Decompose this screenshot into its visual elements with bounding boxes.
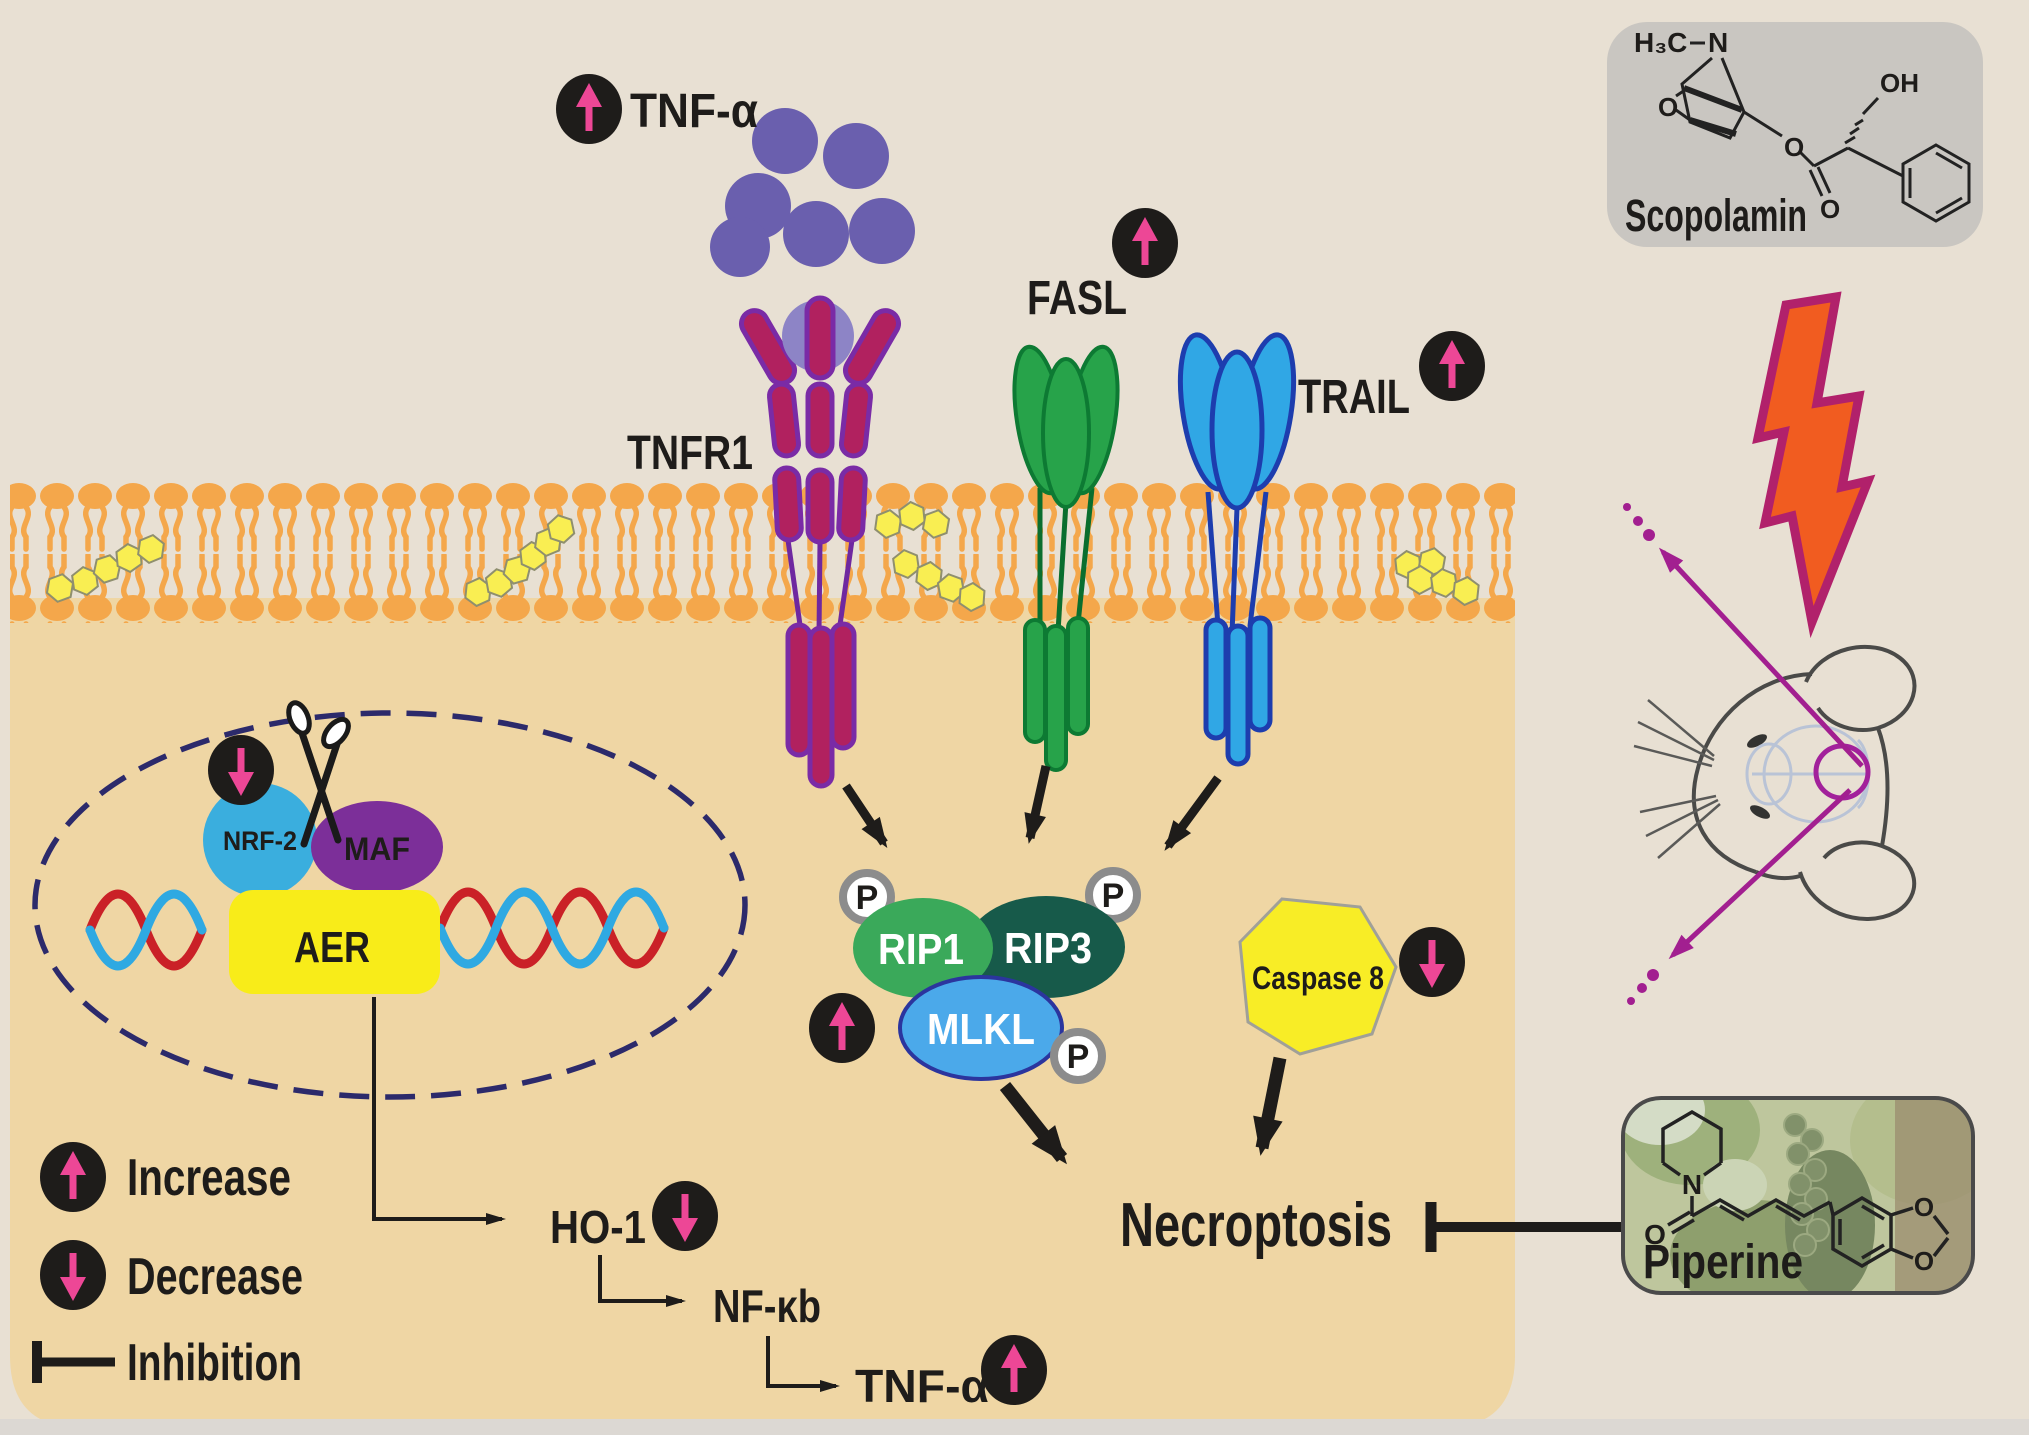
phospho-badge — [1085, 867, 1141, 923]
piperine-panel: N O O O Piperine — [1621, 1096, 1975, 1295]
caspase8-label: Caspase 8 — [1252, 960, 1384, 996]
necrosome-complex: RIP1 RIP3 MLKL P P P — [809, 867, 1141, 1084]
atom-oh: OH — [1880, 68, 1919, 98]
aer-label: AER — [294, 923, 370, 972]
scissors-icon — [286, 700, 351, 848]
legend-inhibition-icon — [32, 1341, 115, 1383]
decrease-badge — [1399, 927, 1465, 997]
piperine-label: Piperine — [1643, 1236, 1803, 1289]
scopolamin-label: Scopolamin — [1625, 190, 1807, 241]
bottom-margin-strip — [0, 1419, 2029, 1435]
nrf2-label: NRF-2 — [223, 826, 297, 856]
mouse-head — [1623, 503, 1917, 1005]
increase-badge — [1419, 331, 1485, 401]
decrease-badge — [652, 1181, 718, 1251]
signal-arrows — [842, 765, 1222, 851]
mlkl-to-necroptosis-arrow — [999, 1081, 1068, 1165]
phospho-badge — [1050, 1028, 1106, 1084]
mlkl-protein — [898, 975, 1064, 1081]
atom-h3c: H₃C — [1634, 27, 1687, 58]
mouse-eye — [1747, 734, 1767, 748]
phospho-label: P — [1067, 1038, 1090, 1076]
atom-n: N — [1682, 1169, 1702, 1200]
maf-protein — [311, 801, 443, 893]
legend-increase-badge — [40, 1142, 106, 1212]
tnfr1-label: TNFR1 — [627, 427, 753, 480]
fasl-receptor — [1012, 344, 1120, 772]
legend-increase-label: Increase — [127, 1149, 291, 1207]
mlkl-label: MLKL — [927, 1005, 1035, 1054]
atom-o-top: O — [1914, 1192, 1934, 1222]
fasl-label: FASL — [1027, 272, 1127, 325]
caspase8-protein: Caspase 8 — [1238, 897, 1465, 1056]
legend-decrease-badge — [40, 1240, 106, 1310]
increase-badge — [1112, 208, 1178, 278]
mouse-ear-upper — [1804, 644, 1917, 732]
caspase8-to-necroptosis-arrow — [1253, 1056, 1287, 1156]
increase-badge — [981, 1335, 1047, 1405]
atom-o-carbonyl: O — [1820, 194, 1840, 224]
increase-badge — [809, 993, 875, 1063]
piperine-photo-background — [1623, 1098, 1973, 1293]
piperine-structure — [1661, 1109, 1950, 1269]
decrease-badge — [208, 735, 274, 805]
legend-decrease-label: Decrease — [127, 1248, 303, 1306]
ho1-cascade: HO-1 NF-κb TNF-α — [550, 1181, 1047, 1412]
brain-target-circle — [1813, 743, 1871, 801]
rip3-protein — [967, 896, 1125, 998]
aer-to-ho1-arrow — [372, 997, 506, 1225]
tnfr1-intracellular — [785, 622, 813, 758]
nucleus: NRF-2 MAF AER — [32, 700, 748, 1100]
tnf-bottom-label: TNF-α — [855, 1360, 989, 1412]
aer-element — [229, 890, 440, 994]
mouse-eye — [1750, 805, 1770, 819]
nucleus-envelope — [32, 710, 748, 1100]
atom-o-bottom: O — [1914, 1246, 1934, 1276]
atom-n: N — [1708, 27, 1728, 58]
phospho-label: P — [856, 879, 879, 917]
scopolamin-structure — [1675, 41, 1971, 223]
cell-membrane — [10, 483, 1515, 623]
increase-badge — [556, 74, 622, 144]
maf-label: MAF — [344, 831, 410, 867]
atom-o-epoxide: O — [1658, 92, 1678, 122]
diffusion-arrows — [1623, 503, 1864, 1005]
atom-o-ester: O — [1784, 132, 1804, 162]
dna-helix — [85, 887, 669, 971]
mouse-ear-lower — [1798, 840, 1917, 921]
stress-lightning-icon — [1752, 291, 1876, 639]
tnfr1-receptor — [739, 295, 901, 789]
mouse-whiskers — [1633, 699, 1721, 859]
legend: Increase Decrease Inhibition — [32, 1142, 303, 1392]
nfkb-label: NF-κb — [713, 1280, 821, 1332]
phospho-label: P — [1102, 877, 1125, 915]
scopolamin-panel: H₃C N O O O OH Scopolamin — [1607, 22, 1983, 247]
rip1-protein — [853, 898, 993, 998]
nrf2-protein — [203, 783, 317, 897]
atom-o-carbonyl: O — [1644, 1219, 1666, 1250]
piperine-inhibition-line — [1425, 1202, 1626, 1252]
necroptosis-label: Necroptosis — [1120, 1191, 1392, 1260]
rip1-label: RIP1 — [878, 925, 964, 974]
ho1-label: HO-1 — [550, 1201, 646, 1253]
tnf-alpha-ligand-cluster — [710, 108, 915, 277]
trail-label: TRAIL — [1298, 371, 1410, 424]
legend-inhibition-label: Inhibition — [127, 1334, 302, 1392]
tnf-top-label: TNF-α — [630, 85, 758, 138]
trail-receptor — [1177, 332, 1297, 767]
rip3-label: RIP3 — [1004, 924, 1092, 973]
